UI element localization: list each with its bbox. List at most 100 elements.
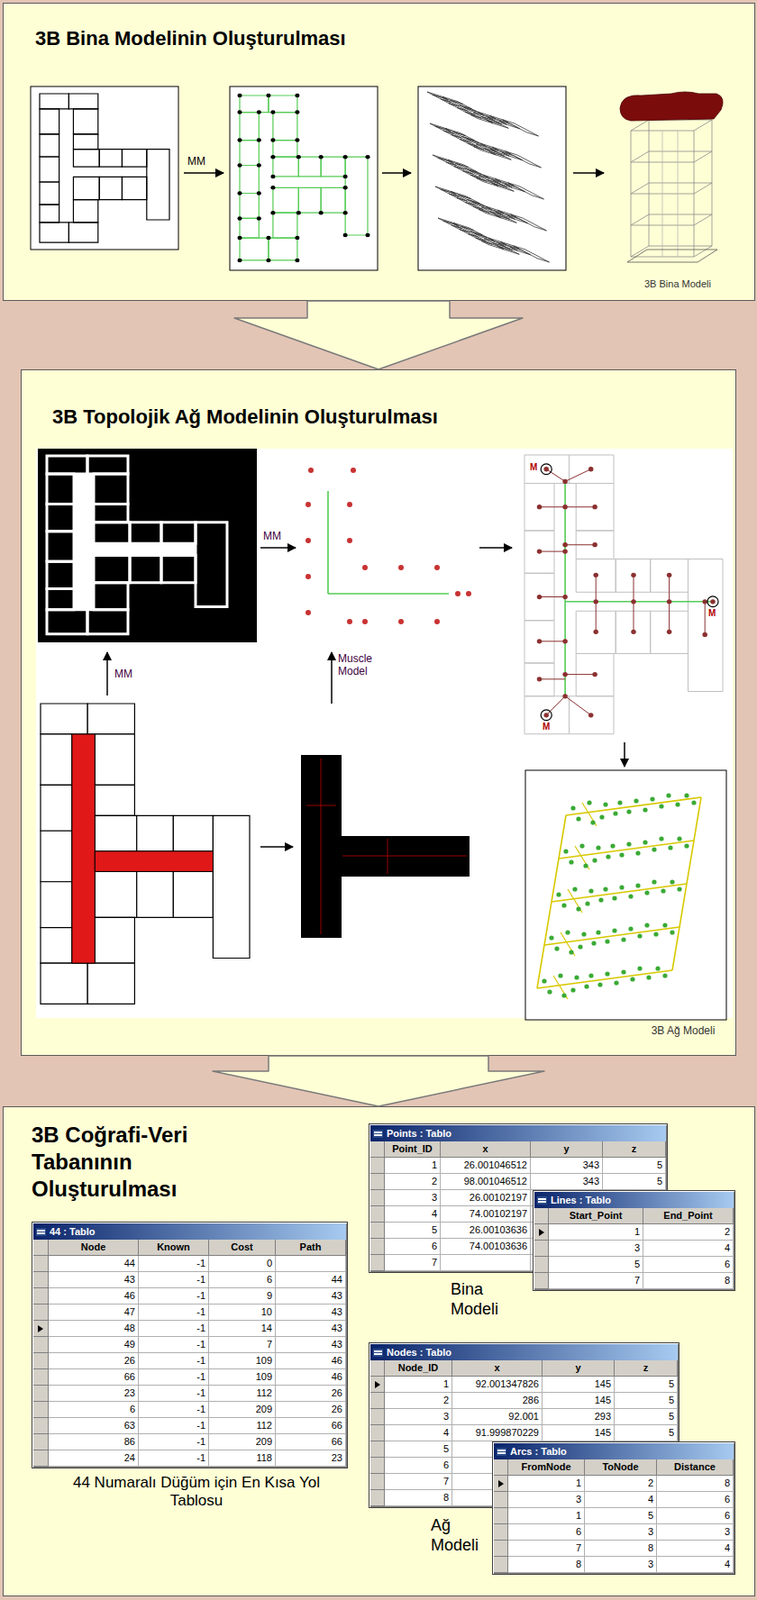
table-cell: 4 — [384, 1206, 441, 1223]
label-box: 44 Numaralı Düğüm için En Kısa Yol Tablo… — [70, 1474, 323, 1511]
model-caption: 3B Ağ Modeli — [651, 1024, 716, 1038]
table-cell: 8 — [508, 1557, 585, 1574]
table-cell: 6 — [384, 1458, 453, 1475]
header-text: z — [631, 1143, 638, 1155]
room-link — [595, 574, 597, 602]
table-cell: 48 — [48, 1321, 139, 1338]
cell-value: 112 — [255, 1387, 273, 1399]
marker-letter: M — [708, 608, 716, 619]
column-header: z — [614, 1360, 678, 1378]
cell-value: 7 — [431, 1257, 438, 1268]
graph-dot — [270, 109, 275, 114]
graph-dot — [294, 258, 300, 263]
row-selector — [370, 1474, 385, 1491]
cell-value: 109 — [255, 1355, 273, 1367]
header-text: ToNode — [601, 1461, 639, 1473]
row-selector — [33, 1321, 49, 1338]
cell-value: 4 — [647, 1494, 654, 1505]
skeleton-line — [564, 481, 566, 696]
cell-value: 0 — [266, 1258, 273, 1269]
table-cell: -1 — [138, 1369, 210, 1387]
cell-value: 92.001347826 — [475, 1378, 539, 1390]
table-cell: 6 — [48, 1402, 139, 1419]
network-node — [562, 594, 568, 600]
cell-value: 8 — [443, 1492, 449, 1504]
graph-dot — [343, 210, 348, 215]
column-line — [648, 119, 650, 247]
image-ground — [36, 448, 733, 1019]
cell-value: 1 — [634, 1226, 640, 1238]
table-cell: 47 — [48, 1304, 139, 1322]
cell-value: 286 — [522, 1395, 539, 1406]
header-text: Distance — [674, 1461, 716, 1473]
row-selector — [33, 1402, 49, 1419]
process-arrow — [382, 172, 411, 174]
binary-corridor — [73, 474, 196, 611]
label-box: 3B Bina Modeli — [630, 278, 725, 291]
cell-value: 3 — [647, 1559, 654, 1570]
cell-value: 6 — [129, 1404, 136, 1415]
cell-value: 26.00102197 — [469, 1192, 528, 1204]
arrow-label: MM — [114, 667, 133, 681]
graph-dot — [256, 191, 262, 195]
column-header: End_Point — [643, 1208, 734, 1225]
row-selector-header — [370, 1141, 385, 1159]
table-cell: 7 — [508, 1541, 585, 1558]
room-point — [305, 501, 311, 508]
cell-value: 43 — [124, 1274, 136, 1286]
graph-dot — [256, 163, 262, 167]
graph-dot — [294, 93, 300, 98]
row-selector — [370, 1206, 385, 1223]
table-cell: 8 — [384, 1490, 453, 1507]
graph-dot — [237, 191, 242, 195]
cell-value: 5 — [668, 1411, 675, 1423]
row-selector — [493, 1508, 509, 1525]
header-text: Known — [156, 1241, 191, 1253]
row-pointer — [374, 1381, 381, 1389]
network-node — [537, 638, 543, 644]
graph-dot — [294, 236, 300, 240]
cell-value: -1 — [196, 1404, 206, 1415]
row-selector — [370, 1458, 385, 1475]
table-cell: 6 — [643, 1257, 734, 1274]
room-point — [308, 467, 314, 474]
table-icon — [373, 1349, 384, 1358]
table-caption: Ağ Modeli — [430, 1516, 479, 1555]
process-arrow — [623, 742, 626, 767]
row-selector — [33, 1256, 49, 1273]
cell-value: 47 — [124, 1306, 136, 1318]
floor-outline — [630, 151, 712, 163]
cell-value: 6 — [431, 1240, 438, 1252]
cell-value: 3 — [431, 1192, 438, 1204]
graph-dot — [237, 216, 242, 220]
process-arrow — [573, 172, 604, 174]
cell-value: 109 — [255, 1371, 273, 1383]
row-selector — [33, 1353, 49, 1370]
row-selector — [33, 1434, 49, 1451]
row-selector — [370, 1190, 385, 1207]
row-selector — [33, 1386, 49, 1403]
cell-value: 6 — [443, 1459, 449, 1471]
row-selector — [33, 1288, 49, 1305]
image-frame — [229, 86, 378, 271]
floor-layer — [432, 155, 552, 204]
floor-layer — [437, 218, 557, 267]
table-cell: 44 — [275, 1272, 347, 1289]
table-row: 49-1743 — [33, 1337, 347, 1354]
room-point — [434, 619, 440, 625]
table-cell: 3 — [384, 1409, 453, 1426]
row-selector — [370, 1222, 385, 1240]
graph-dot — [343, 174, 348, 179]
cell-value: 26 — [331, 1387, 343, 1399]
cell-value: 5 — [443, 1443, 449, 1455]
column-header: Distance — [656, 1459, 734, 1477]
graph-dot — [343, 233, 348, 238]
row-selector — [493, 1476, 509, 1493]
cell-value: 3 — [724, 1526, 730, 1538]
axis-line — [342, 856, 467, 858]
room-link — [539, 506, 566, 508]
header-text: x — [493, 1362, 500, 1374]
graph-dot — [270, 174, 275, 179]
cell-value: -1 — [196, 1290, 206, 1302]
header-row: Point_IDxyz — [370, 1141, 666, 1159]
